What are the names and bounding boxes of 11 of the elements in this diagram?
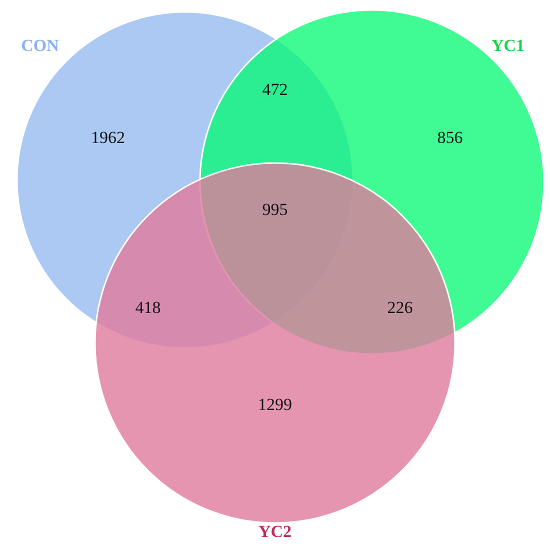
venn-circle bbox=[94, 162, 456, 524]
count-label: 418 bbox=[135, 298, 161, 318]
set-label: YC2 bbox=[258, 522, 292, 542]
set-label: YC1 bbox=[491, 36, 525, 56]
count-label: 226 bbox=[387, 298, 413, 318]
count-label: 856 bbox=[437, 128, 463, 148]
count-label: 472 bbox=[262, 80, 288, 100]
count-label: 995 bbox=[262, 200, 288, 220]
count-label: 1962 bbox=[91, 128, 125, 148]
set-label: CON bbox=[21, 36, 59, 56]
count-label: 1299 bbox=[258, 395, 292, 415]
